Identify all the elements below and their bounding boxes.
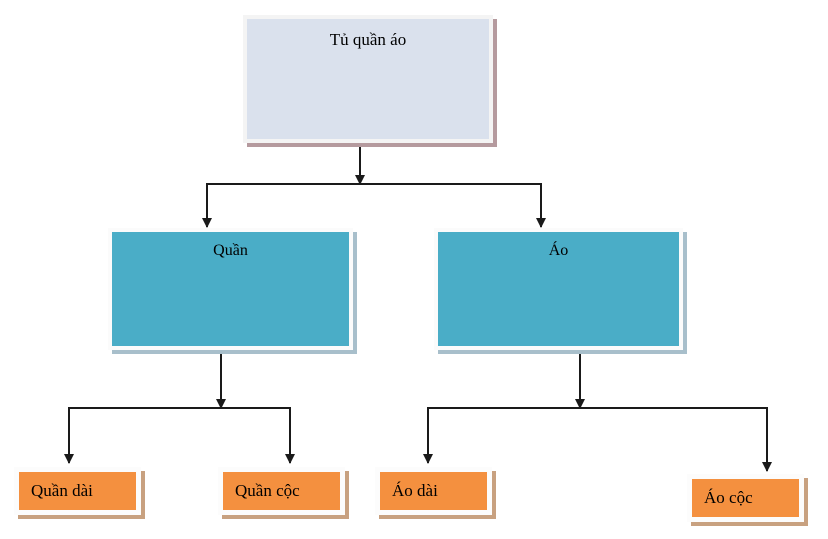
node-mid-ao-label: Áo	[548, 242, 569, 259]
edge-root-to-mid-right	[360, 183, 546, 228]
edge-quan-to-quan-coc	[221, 407, 295, 464]
node-mid-quan[interactable]: Quần	[108, 228, 353, 350]
node-leaf-quan-dai[interactable]: Quần dài	[14, 467, 141, 515]
edge-quan-to-quan-dai	[64, 407, 221, 464]
node-leaf-quan-dai-label: Quần dài	[31, 481, 93, 501]
node-leaf-ao-coc[interactable]: Áo cộc	[687, 474, 804, 522]
edge-ao-to-ao-coc	[580, 407, 772, 472]
node-leaf-ao-dai-label: Áo dài	[392, 481, 438, 501]
edge-ao-to-ao-dai	[423, 407, 580, 464]
node-leaf-ao-coc-label: Áo cộc	[704, 488, 753, 508]
node-leaf-quan-coc-label: Quần cộc	[235, 481, 300, 501]
node-leaf-quan-coc[interactable]: Quần cộc	[218, 467, 345, 515]
node-mid-quan-label: Quần	[213, 242, 248, 259]
node-mid-ao[interactable]: Áo	[434, 228, 683, 350]
node-root-tu-quan-ao[interactable]: Tủ quần áo	[243, 15, 493, 143]
node-leaf-ao-dai[interactable]: Áo dài	[375, 467, 492, 515]
edge-root-to-mid-left	[202, 183, 360, 228]
node-root-label: Tủ quần áo	[329, 30, 407, 49]
